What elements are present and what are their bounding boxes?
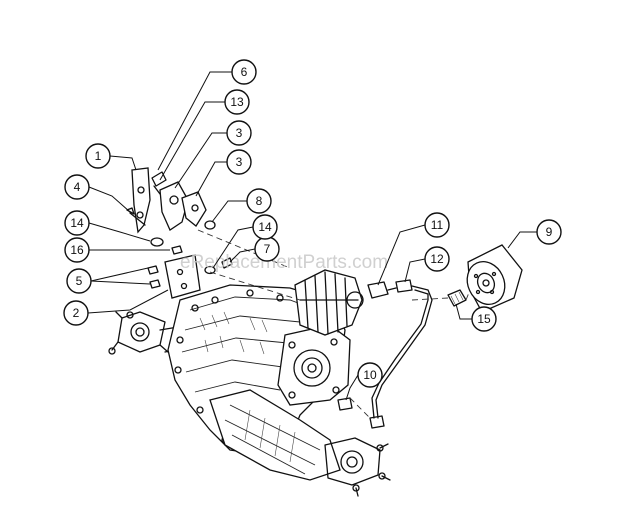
callout-9[interactable]: 9 <box>536 219 562 245</box>
svg-text:1: 1 <box>95 149 102 163</box>
right-axle-tube <box>209 389 341 481</box>
callout-leaders <box>87 71 537 401</box>
svg-text:8: 8 <box>256 194 263 208</box>
oil-line-assembly <box>367 279 467 429</box>
svg-text:9: 9 <box>546 225 553 239</box>
pump-block <box>277 324 351 406</box>
callout-3a[interactable]: 3 <box>226 120 252 146</box>
lever-part-3a <box>159 181 189 231</box>
pin-part-7 <box>221 257 233 269</box>
callout-1[interactable]: 1 <box>85 143 111 169</box>
washer-part-14a <box>150 237 164 247</box>
washer-part-8 <box>204 220 216 230</box>
svg-text:4: 4 <box>74 180 81 194</box>
assembly-lines <box>197 229 471 419</box>
callout-2[interactable]: 2 <box>63 300 89 326</box>
callout-15[interactable]: 15 <box>471 306 497 332</box>
input-pulley-fan <box>294 269 364 336</box>
nut-part-16 <box>171 245 183 255</box>
svg-text:3: 3 <box>236 126 243 140</box>
svg-text:3: 3 <box>236 155 243 169</box>
callout-10[interactable]: 10 <box>357 362 383 388</box>
screw-part-5b <box>149 279 161 289</box>
callout-4[interactable]: 4 <box>64 174 90 200</box>
svg-text:7: 7 <box>264 242 271 256</box>
svg-text:6: 6 <box>241 65 248 79</box>
svg-text:14: 14 <box>70 216 84 230</box>
drain-fitting <box>337 397 353 411</box>
callout-14b[interactable]: 14 <box>252 214 278 240</box>
callout-6[interactable]: 6 <box>231 59 257 85</box>
callout-16[interactable]: 16 <box>64 237 90 263</box>
callout-11[interactable]: 11 <box>424 212 450 238</box>
svg-text:2: 2 <box>73 306 80 320</box>
callout-7[interactable]: 7 <box>254 236 280 262</box>
svg-text:10: 10 <box>363 368 377 382</box>
watermark: eReplacementParts.com <box>180 252 388 273</box>
callout-14a[interactable]: 14 <box>64 210 90 236</box>
fitting-part-12 <box>395 279 413 293</box>
washer-part-14b <box>204 265 216 275</box>
screw-part-5a <box>147 265 159 275</box>
callout-5[interactable]: 5 <box>66 268 92 294</box>
right-wheel-hub <box>324 437 391 497</box>
callout-3b[interactable]: 3 <box>226 149 252 175</box>
svg-text:5: 5 <box>76 274 83 288</box>
bracket-part-2 <box>164 254 201 299</box>
oil-line-tube <box>375 285 433 419</box>
callout-12[interactable]: 12 <box>424 246 450 272</box>
lever-part-3b <box>181 191 207 227</box>
svg-text:15: 15 <box>477 312 491 326</box>
svg-text:14: 14 <box>258 220 272 234</box>
svg-text:16: 16 <box>70 243 84 257</box>
bolt-part-4 <box>126 207 146 226</box>
svg-text:12: 12 <box>430 252 444 266</box>
svg-text:13: 13 <box>230 95 244 109</box>
callout-13[interactable]: 13 <box>224 89 250 115</box>
transaxle-assembly <box>108 269 391 497</box>
svg-text:11: 11 <box>431 218 444 232</box>
control-hardware <box>126 167 233 299</box>
oil-filter-part-9 <box>466 244 523 313</box>
callout-8[interactable]: 8 <box>246 188 272 214</box>
